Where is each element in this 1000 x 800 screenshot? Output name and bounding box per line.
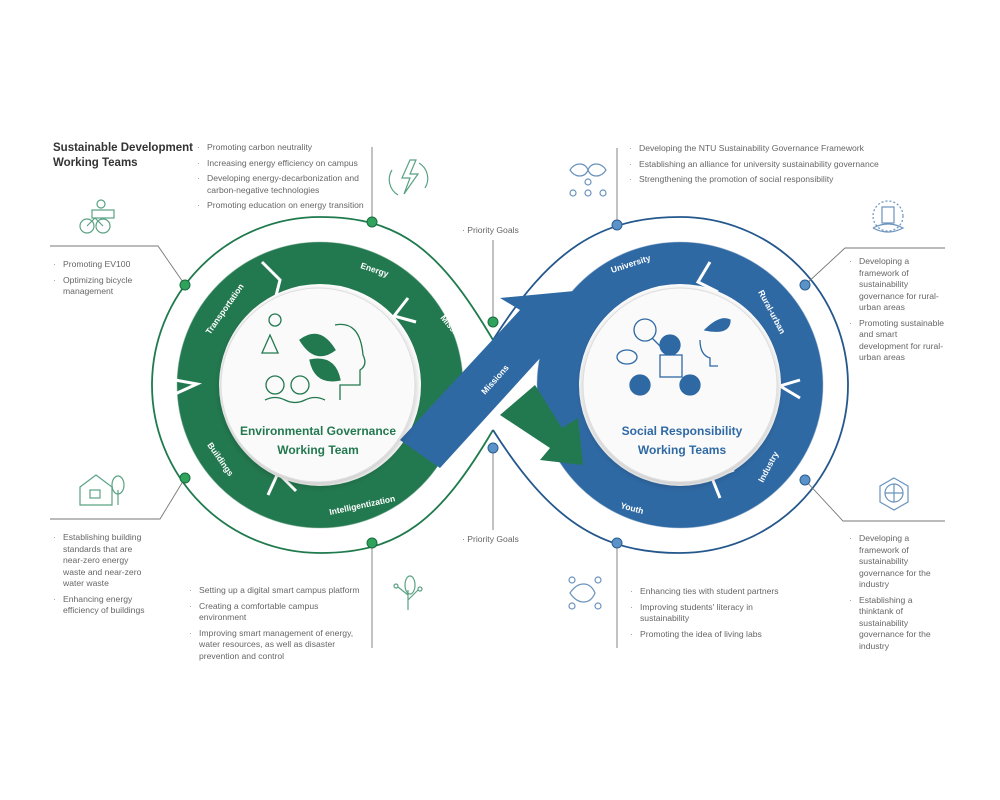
- outer-loop-blue: [492, 216, 849, 554]
- list-item: Establishing an alliance for university …: [628, 159, 928, 171]
- list-item: Enhancing ties with student partners: [629, 586, 784, 598]
- rural-urban-goals-list: Developing a framework of sustainability…: [848, 256, 948, 368]
- list-item: Promoting education on energy transition: [196, 200, 376, 212]
- list-item: Developing the NTU Sustainability Govern…: [628, 143, 928, 155]
- list-item: Developing a framework of sustainability…: [848, 256, 948, 314]
- transportation-goals-list: Promoting EV100 Optimizing bicycle manag…: [52, 259, 152, 302]
- page-title: Sustainable Development Working Teams: [53, 142, 193, 169]
- environmental-team-label: Environmental Governance Working Team: [228, 422, 408, 460]
- list-item: Developing energy-decarbonization and ca…: [196, 173, 376, 196]
- list-item: Increasing energy efficiency on campus: [196, 158, 376, 170]
- intelligentization-goals-list: Setting up a digital smart campus platfo…: [188, 585, 368, 666]
- industry-goals-list: Developing a framework of sustainability…: [848, 533, 948, 656]
- environment-leaf-head-icon: [260, 313, 366, 404]
- node-dots-blue: [487, 219, 811, 549]
- list-item: Setting up a digital smart campus platfo…: [188, 585, 368, 597]
- list-item: Promoting the idea of living labs: [629, 629, 784, 641]
- house-tree-icon: [79, 474, 125, 506]
- circuit-plant-icon: [393, 575, 423, 610]
- people-infinity-icon: [568, 576, 602, 610]
- social-team-icon: [616, 318, 731, 396]
- missions-arrow-green: [500, 385, 583, 465]
- priority-goals-top: Priority Goals: [462, 225, 519, 235]
- university-goals-list: Developing the NTU Sustainability Govern…: [628, 143, 928, 190]
- missions-band-blue: [400, 290, 585, 468]
- list-item: Creating a comfortable campus environmen…: [188, 601, 368, 624]
- social-label-line1: Social Responsibility: [621, 424, 743, 438]
- priority-goals-bottom: Priority Goals: [462, 534, 519, 544]
- list-item: Optimizing bicycle management: [52, 275, 152, 298]
- environmental-label-line1: Environmental Governance: [239, 424, 397, 438]
- list-item: Developing a framework of sustainability…: [848, 533, 948, 591]
- social-team-label: Social Responsibility Working Teams: [592, 422, 772, 460]
- list-item: Enhancing energy efficiency of buildings: [52, 594, 150, 617]
- node-dots-green: [179, 216, 499, 549]
- outer-loop-green: [151, 216, 494, 554]
- social-ring: [537, 242, 823, 528]
- environmental-label-line2: Working Team: [277, 443, 359, 457]
- lightning-icon: [388, 159, 429, 196]
- city-leaf-icon: [872, 200, 905, 233]
- list-item: Promoting EV100: [52, 259, 152, 271]
- list-item: Establishing building standards that are…: [52, 532, 150, 590]
- list-item: Strengthening the promotion of social re…: [628, 174, 928, 186]
- social-label-line2: Working Teams: [637, 443, 727, 457]
- infinity-hierarchy-icon: [569, 163, 607, 197]
- youth-goals-list: Enhancing ties with student partners Imp…: [629, 586, 784, 644]
- globe-network-icon: [879, 477, 909, 511]
- list-item: Promoting sustainable and smart developm…: [848, 318, 948, 364]
- buildings-goals-list: Establishing building standards that are…: [52, 532, 150, 621]
- bicycle-desk-icon: [79, 199, 115, 234]
- list-item: Improving smart management of energy, wa…: [188, 628, 368, 663]
- energy-goals-list: Promoting carbon neutrality Increasing e…: [196, 142, 376, 216]
- list-item: Establishing a thinktank of sustainabili…: [848, 595, 948, 653]
- list-item: Improving students' literacy in sustaina…: [629, 602, 784, 625]
- list-item: Promoting carbon neutrality: [196, 142, 376, 154]
